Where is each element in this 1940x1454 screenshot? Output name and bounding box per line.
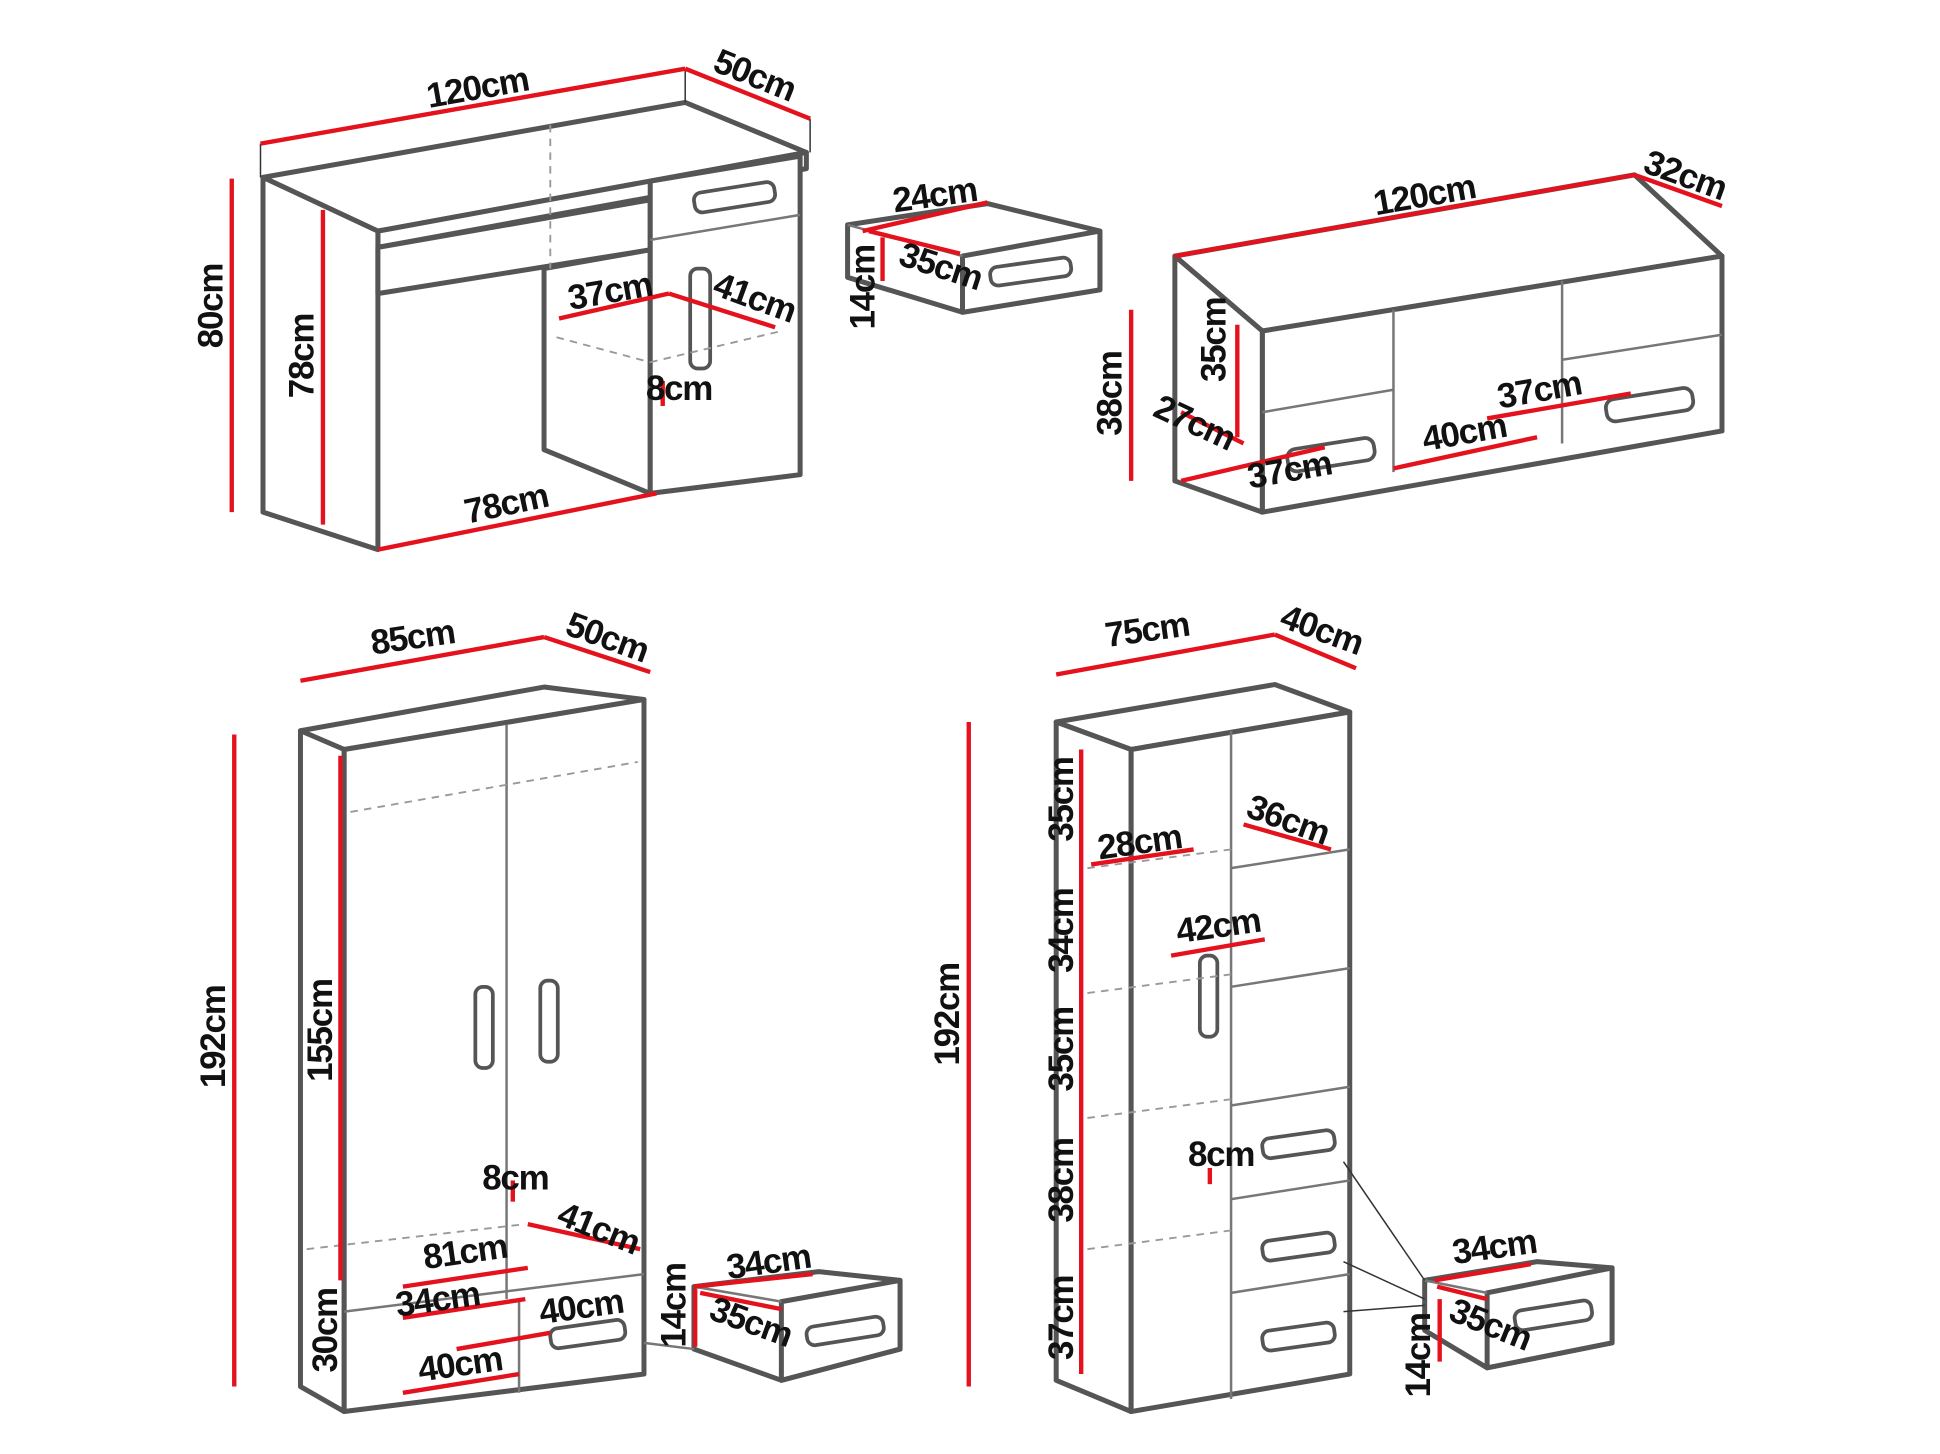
- bookcase-height-label: 192cm: [928, 963, 967, 1066]
- desk: [260, 99, 809, 553]
- bookcase-gap-label: 8cm: [1188, 1135, 1254, 1174]
- bookcase-drawer: 34cm 35cm 14cm: [1342, 1161, 1615, 1398]
- desk-shelf-gap-label: 8cm: [646, 369, 712, 408]
- desk-drawer: 24cm 35cm 14cm: [843, 170, 1103, 330]
- wardrobe-depth-label: 50cm: [561, 605, 654, 671]
- desk-width-label: 120cm: [424, 60, 532, 116]
- wardrobe-hanging-height-label: 155cm: [301, 979, 340, 1082]
- bookcase-width-label: 75cm: [1103, 605, 1192, 655]
- wardrobe-bottom-height-label: 30cm: [306, 1288, 345, 1372]
- wardrobe-gap-label: 8cm: [482, 1159, 548, 1198]
- sideboard-inner-height-label: 35cm: [1194, 298, 1233, 382]
- bookcase-top-shelf-label: 35cm: [1042, 757, 1081, 841]
- wardrobe-drawer-height-label: 14cm: [655, 1263, 694, 1347]
- bookcase-third-shelf-label: 35cm: [1042, 1007, 1081, 1091]
- bookcase: [1053, 682, 1353, 1415]
- wardrobe-drawer: 34cm 35cm 14cm: [643, 1237, 903, 1383]
- bookcase-bottom-label: 37cm: [1042, 1276, 1081, 1360]
- bookcase-second-shelf-label: 34cm: [1042, 888, 1081, 972]
- desk-legroom-label: 78cm: [461, 476, 552, 532]
- desk-depth-label: 50cm: [708, 41, 801, 109]
- bookcase-drawer-height-label: 14cm: [1399, 1313, 1438, 1397]
- sideboard: [1172, 172, 1725, 515]
- bookcase-fourth-shelf-label: 38cm: [1042, 1138, 1081, 1222]
- desk-height-label: 80cm: [191, 264, 230, 348]
- drawer-height-label: 14cm: [843, 245, 882, 329]
- desk-inner-height-label: 78cm: [282, 314, 321, 398]
- wardrobe-height-label: 192cm: [194, 985, 233, 1088]
- sideboard-height-label: 38cm: [1091, 351, 1130, 435]
